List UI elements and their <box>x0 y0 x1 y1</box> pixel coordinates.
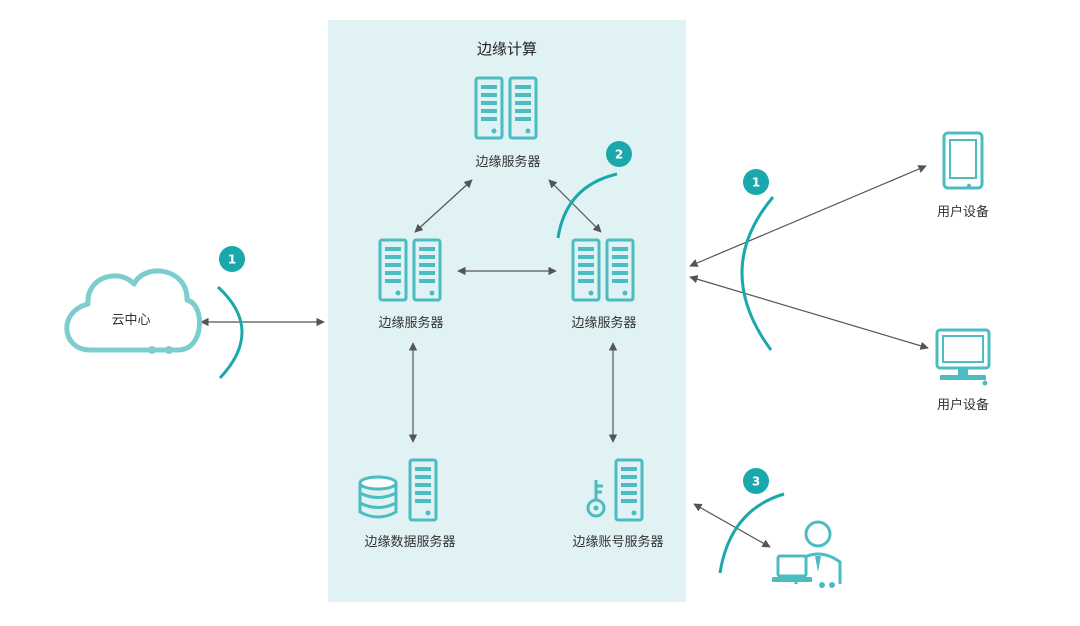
server-left-label: 边缘服务器 <box>378 315 443 331</box>
server-top-label: 边缘服务器 <box>475 154 540 170</box>
tablet-icon <box>942 131 984 190</box>
cloud-node: 云中心 <box>64 268 202 354</box>
svg-text:2: 2 <box>615 148 623 162</box>
arc-device <box>740 196 775 351</box>
edge-zone-title: 边缘计算 <box>477 40 537 58</box>
badge-cloud-link: 1 <box>219 246 245 272</box>
svg-text:3: 3 <box>752 475 760 489</box>
key-server-icon <box>586 458 644 522</box>
arrow-edge-user <box>693 503 771 548</box>
server-top-node: 边缘服务器 <box>474 76 541 170</box>
user-laptop-icon <box>772 520 842 588</box>
user-node <box>772 520 842 588</box>
svg-text:1: 1 <box>228 253 236 267</box>
badge-user-link: 3 <box>743 468 769 494</box>
arrow-top-left <box>414 179 473 233</box>
arrow-edge-tablet <box>689 165 927 267</box>
tablet-device-label: 用户设备 <box>937 204 989 220</box>
monitor-device-label: 用户设备 <box>937 397 989 413</box>
arc-server <box>556 172 618 239</box>
server-right-label: 边缘服务器 <box>571 315 636 331</box>
data-server-node: 边缘数据服务器 <box>358 458 456 550</box>
arc-user <box>718 492 785 574</box>
svg-text:1: 1 <box>752 176 760 190</box>
cloud-icon <box>64 268 202 353</box>
server-left-node: 边缘服务器 <box>378 238 444 331</box>
monitor-icon <box>935 328 991 386</box>
account-server-label: 边缘账号服务器 <box>572 534 663 550</box>
badge-server-link: 2 <box>606 141 632 167</box>
arrow-edge-monitor <box>689 275 929 350</box>
monitor-device-node: 用户设备 <box>935 328 991 413</box>
database-server-icon <box>358 458 438 522</box>
data-server-label: 边缘数据服务器 <box>364 534 455 550</box>
arc-cloud <box>216 285 244 380</box>
arrow-top-right <box>548 179 602 233</box>
cloud-label: 云中心 <box>111 313 150 328</box>
badge-device-link: 1 <box>743 169 769 195</box>
server-right-node: 边缘服务器 <box>571 238 637 331</box>
tablet-device-node: 用户设备 <box>937 131 989 220</box>
account-server-node: 边缘账号服务器 <box>572 458 664 550</box>
